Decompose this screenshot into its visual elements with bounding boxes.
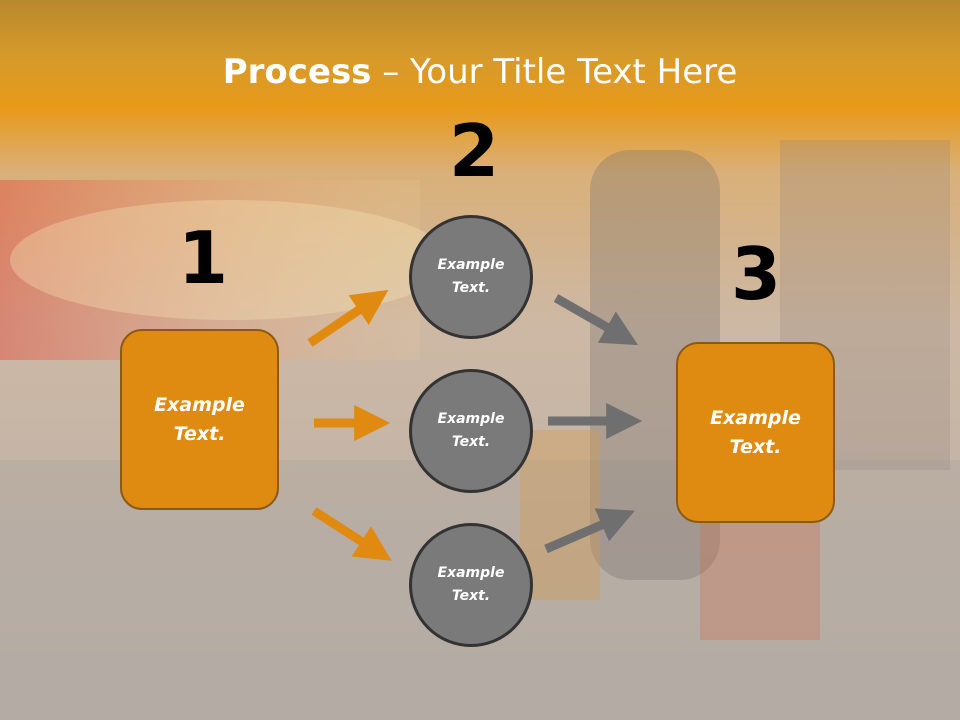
step-number-2: 2 xyxy=(449,109,500,193)
step-number-1: 1 xyxy=(178,216,229,300)
slide-title: Process – Your Title Text Here xyxy=(0,52,960,92)
arrow-from-bottom-circle xyxy=(544,508,635,554)
box-1-line-1: Example xyxy=(154,393,245,416)
title-bold: Process xyxy=(222,52,372,92)
arrow-from-top-circle xyxy=(553,294,639,346)
circle-bottom-line-1: Example xyxy=(437,565,505,581)
arrow-to-bottom-circle xyxy=(311,507,392,561)
box-1-line-2: Text. xyxy=(173,422,226,445)
circle-bottom-line-2: Text. xyxy=(451,588,491,604)
circle-top-line-1: Example xyxy=(437,257,505,273)
box-3-line-2: Text. xyxy=(729,435,782,458)
circle-middle-line-1: Example xyxy=(437,411,505,427)
step-number-3: 3 xyxy=(731,232,782,316)
circle-middle-line-2: Text. xyxy=(451,434,491,450)
box-3-line-1: Example xyxy=(710,406,801,429)
arrow-to-top-circle xyxy=(307,289,389,347)
circle-top-line-2: Text. xyxy=(451,280,491,296)
title-rest: – Your Title Text Here xyxy=(371,52,738,92)
